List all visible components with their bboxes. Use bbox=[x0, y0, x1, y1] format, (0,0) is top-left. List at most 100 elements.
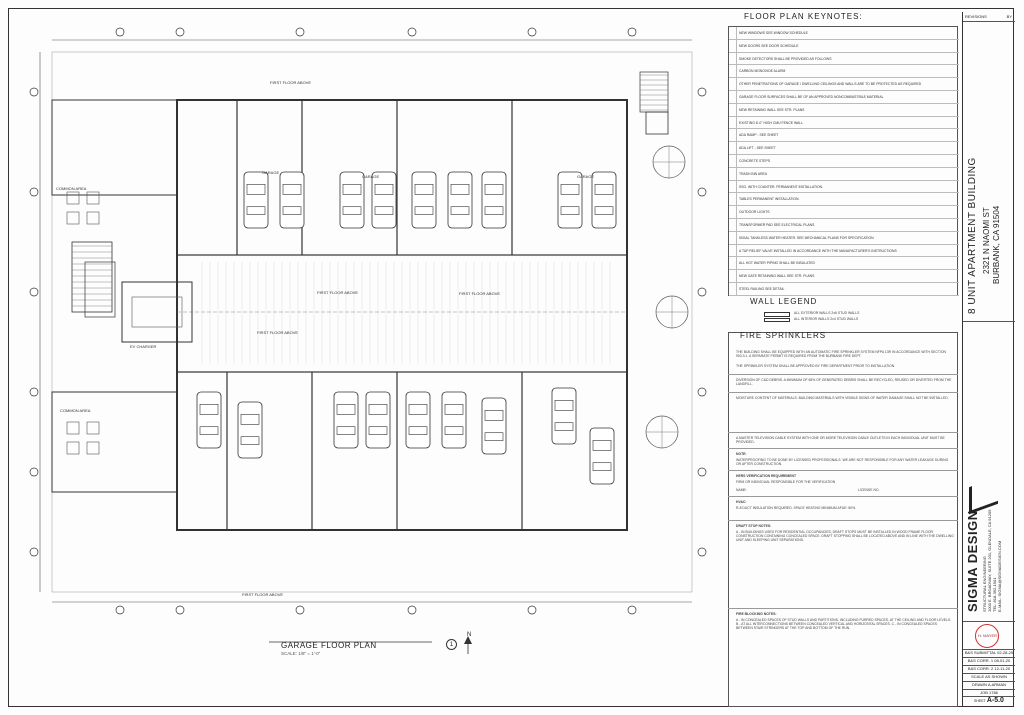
sheet-label: SHEET bbox=[974, 699, 986, 703]
divider bbox=[728, 520, 958, 521]
car-rear-window bbox=[336, 426, 356, 435]
grid-bubble-left bbox=[29, 547, 39, 557]
car bbox=[333, 391, 359, 449]
hers-name: NAME: bbox=[736, 488, 747, 492]
keynote-text: EXISTING 6'-0" HIGH CMU FENCE WALL bbox=[739, 120, 804, 125]
label-common-area-2: COMMON AREA bbox=[56, 186, 87, 191]
keynote-row: 50GAL TANKLESS WATER HEATER. SEE MECHANI… bbox=[729, 231, 959, 245]
car-rear-window bbox=[450, 206, 470, 215]
car-windshield bbox=[450, 184, 470, 195]
submittal-row-2: B&S CORR. 1 08-01-20 bbox=[963, 658, 1015, 666]
keynote-row: NEW WINDOWS SEE WINDOW SCHEDULE bbox=[729, 27, 959, 40]
label-first-floor-above-1: FIRST FLOOR ABOVE bbox=[270, 80, 312, 85]
car-body bbox=[333, 391, 359, 449]
grid-bubble-right bbox=[697, 187, 707, 197]
keynote-text: ALL HOT WATER PIPING SHALL BE INSULATED bbox=[739, 261, 815, 266]
grid-bubble-bottom bbox=[175, 605, 185, 615]
legend-exterior-text: ALL EXTERIOR WALLS 2x6 STUD WALLS bbox=[794, 311, 860, 315]
car-rear-window bbox=[342, 206, 362, 215]
car-windshield bbox=[282, 184, 302, 195]
submittal-date-3: 12-11-20 bbox=[994, 666, 1011, 671]
label-garage-3: GARAGE bbox=[577, 174, 595, 179]
car-rear-window bbox=[592, 462, 612, 471]
car bbox=[279, 171, 305, 229]
car-windshield bbox=[246, 184, 266, 195]
patio-table bbox=[86, 191, 100, 205]
submittal-date-1: 02-28-20 bbox=[997, 650, 1014, 655]
keynote-row: NEW DOORS SEE DOOR SCHEDULE bbox=[729, 39, 959, 53]
scale-label: SCALE bbox=[971, 674, 985, 679]
car-rear-window bbox=[368, 426, 388, 435]
keynote-number-cell bbox=[729, 91, 737, 103]
patio-table bbox=[66, 191, 80, 205]
car-windshield bbox=[336, 404, 356, 415]
keynotes-title: FLOOR PLAN KEYNOTES: bbox=[744, 12, 863, 21]
car bbox=[237, 401, 263, 459]
keynote-number-cell bbox=[729, 270, 737, 282]
address-line2: BURBANK, CA 91504 bbox=[992, 205, 1001, 284]
keynote-text: OUTDOOR LIGHTS bbox=[739, 210, 770, 215]
sheet-number: A-5.0 bbox=[986, 697, 1004, 704]
keynote-row: TRANSFORMER PAD SEE ELECTRICAL PLANS bbox=[729, 219, 959, 232]
car-body bbox=[279, 171, 305, 229]
grid-bubble-bottom bbox=[407, 605, 417, 615]
drawn-value: A.ARMAN bbox=[987, 682, 1007, 687]
keynote-text: NEW WINDOWS SEE WINDOW SCHEDULE bbox=[739, 31, 808, 35]
keynote-text: A T&P RELIEF VALVE INSTALLED IN ACCORDAN… bbox=[739, 248, 897, 253]
address-line1: 2321 N NAOMI ST bbox=[982, 207, 991, 274]
patio-table bbox=[86, 441, 100, 455]
car-rear-window bbox=[444, 426, 464, 435]
keynote-number-cell bbox=[729, 193, 737, 206]
dimension-frame bbox=[51, 51, 693, 593]
keynote-text: CONCRETE STEPS bbox=[739, 159, 771, 163]
car-body bbox=[551, 387, 577, 445]
car-windshield bbox=[554, 400, 574, 411]
car-rear-window bbox=[484, 432, 504, 441]
car-body bbox=[371, 171, 397, 229]
keynote-row: CONCRETE STEPS bbox=[729, 155, 959, 168]
car-rear-window bbox=[240, 436, 260, 445]
fire-para-3: DIVERSION OF C&D DEBRIS. A MINIMUM OF 65… bbox=[736, 378, 952, 387]
keynote-number-cell bbox=[729, 283, 737, 295]
car bbox=[196, 391, 222, 449]
car-body bbox=[591, 171, 617, 229]
sheet-border bbox=[8, 8, 1014, 707]
keynote-text: SMOKE DETECTORS SHALL BE PROVIDED AS FOL… bbox=[739, 56, 832, 61]
keynote-row: NEW RETAINING WALL SEE STR. PLANS bbox=[729, 103, 959, 117]
notes-column: FLOOR PLAN KEYNOTES: NEW WINDOWS SEE WIN… bbox=[728, 12, 960, 707]
car-body bbox=[481, 397, 507, 455]
car-windshield bbox=[592, 440, 612, 451]
car-body bbox=[481, 171, 507, 229]
car bbox=[557, 171, 583, 229]
submittal-date-2: 08-01-20 bbox=[994, 658, 1011, 663]
fire-para-2: THE SPRINKLER SYSTEM SHALL BE APPROVED B… bbox=[736, 364, 896, 368]
keynote-row: ADA LIFT - SEE SHEET bbox=[729, 142, 959, 155]
draft-text: A - IN BUILDINGS USED FOR RESIDENTIAL OC… bbox=[736, 530, 954, 543]
keynote-row: STEEL RAILING SEE DETAIL bbox=[729, 283, 959, 296]
car bbox=[591, 171, 617, 229]
car bbox=[371, 171, 397, 229]
keynote-text: TRANSFORMER PAD SEE ELECTRICAL PLANS bbox=[739, 223, 815, 227]
keynote-number-cell bbox=[729, 244, 737, 257]
grid-bubble-bottom bbox=[527, 605, 537, 615]
patio-table bbox=[86, 421, 100, 435]
grid-bubble-right bbox=[697, 287, 707, 297]
stamp-cell: H. MAYER bbox=[963, 622, 1015, 650]
lift-platform bbox=[131, 296, 183, 328]
keynote-row: SMOKE DETECTORS SHALL BE PROVIDED AS FOL… bbox=[729, 52, 959, 66]
north-arrow-head bbox=[464, 636, 472, 644]
keynote-row: TRASH BIN AREA bbox=[729, 167, 959, 181]
grid-bubble-top bbox=[527, 27, 537, 37]
keynote-row: ALL HOT WATER PIPING SHALL BE INSULATED bbox=[729, 257, 959, 271]
grid-bubble-bottom bbox=[115, 605, 125, 615]
firm-name: SIGMA DESIGN bbox=[965, 510, 980, 612]
grid-bubble-top bbox=[295, 27, 305, 37]
keynote-text: CARBON MONOXIDE ALARM bbox=[739, 69, 786, 74]
ne-stair bbox=[639, 71, 669, 113]
keynote-number-cell bbox=[729, 52, 737, 65]
car bbox=[411, 171, 437, 229]
keynotes-table: NEW WINDOWS SEE WINDOW SCHEDULE NEW DOORS… bbox=[728, 26, 959, 296]
keynote-number-cell bbox=[729, 103, 737, 116]
keynote-text: NEW RETAINING WALL SEE STR. PLANS bbox=[739, 107, 805, 112]
